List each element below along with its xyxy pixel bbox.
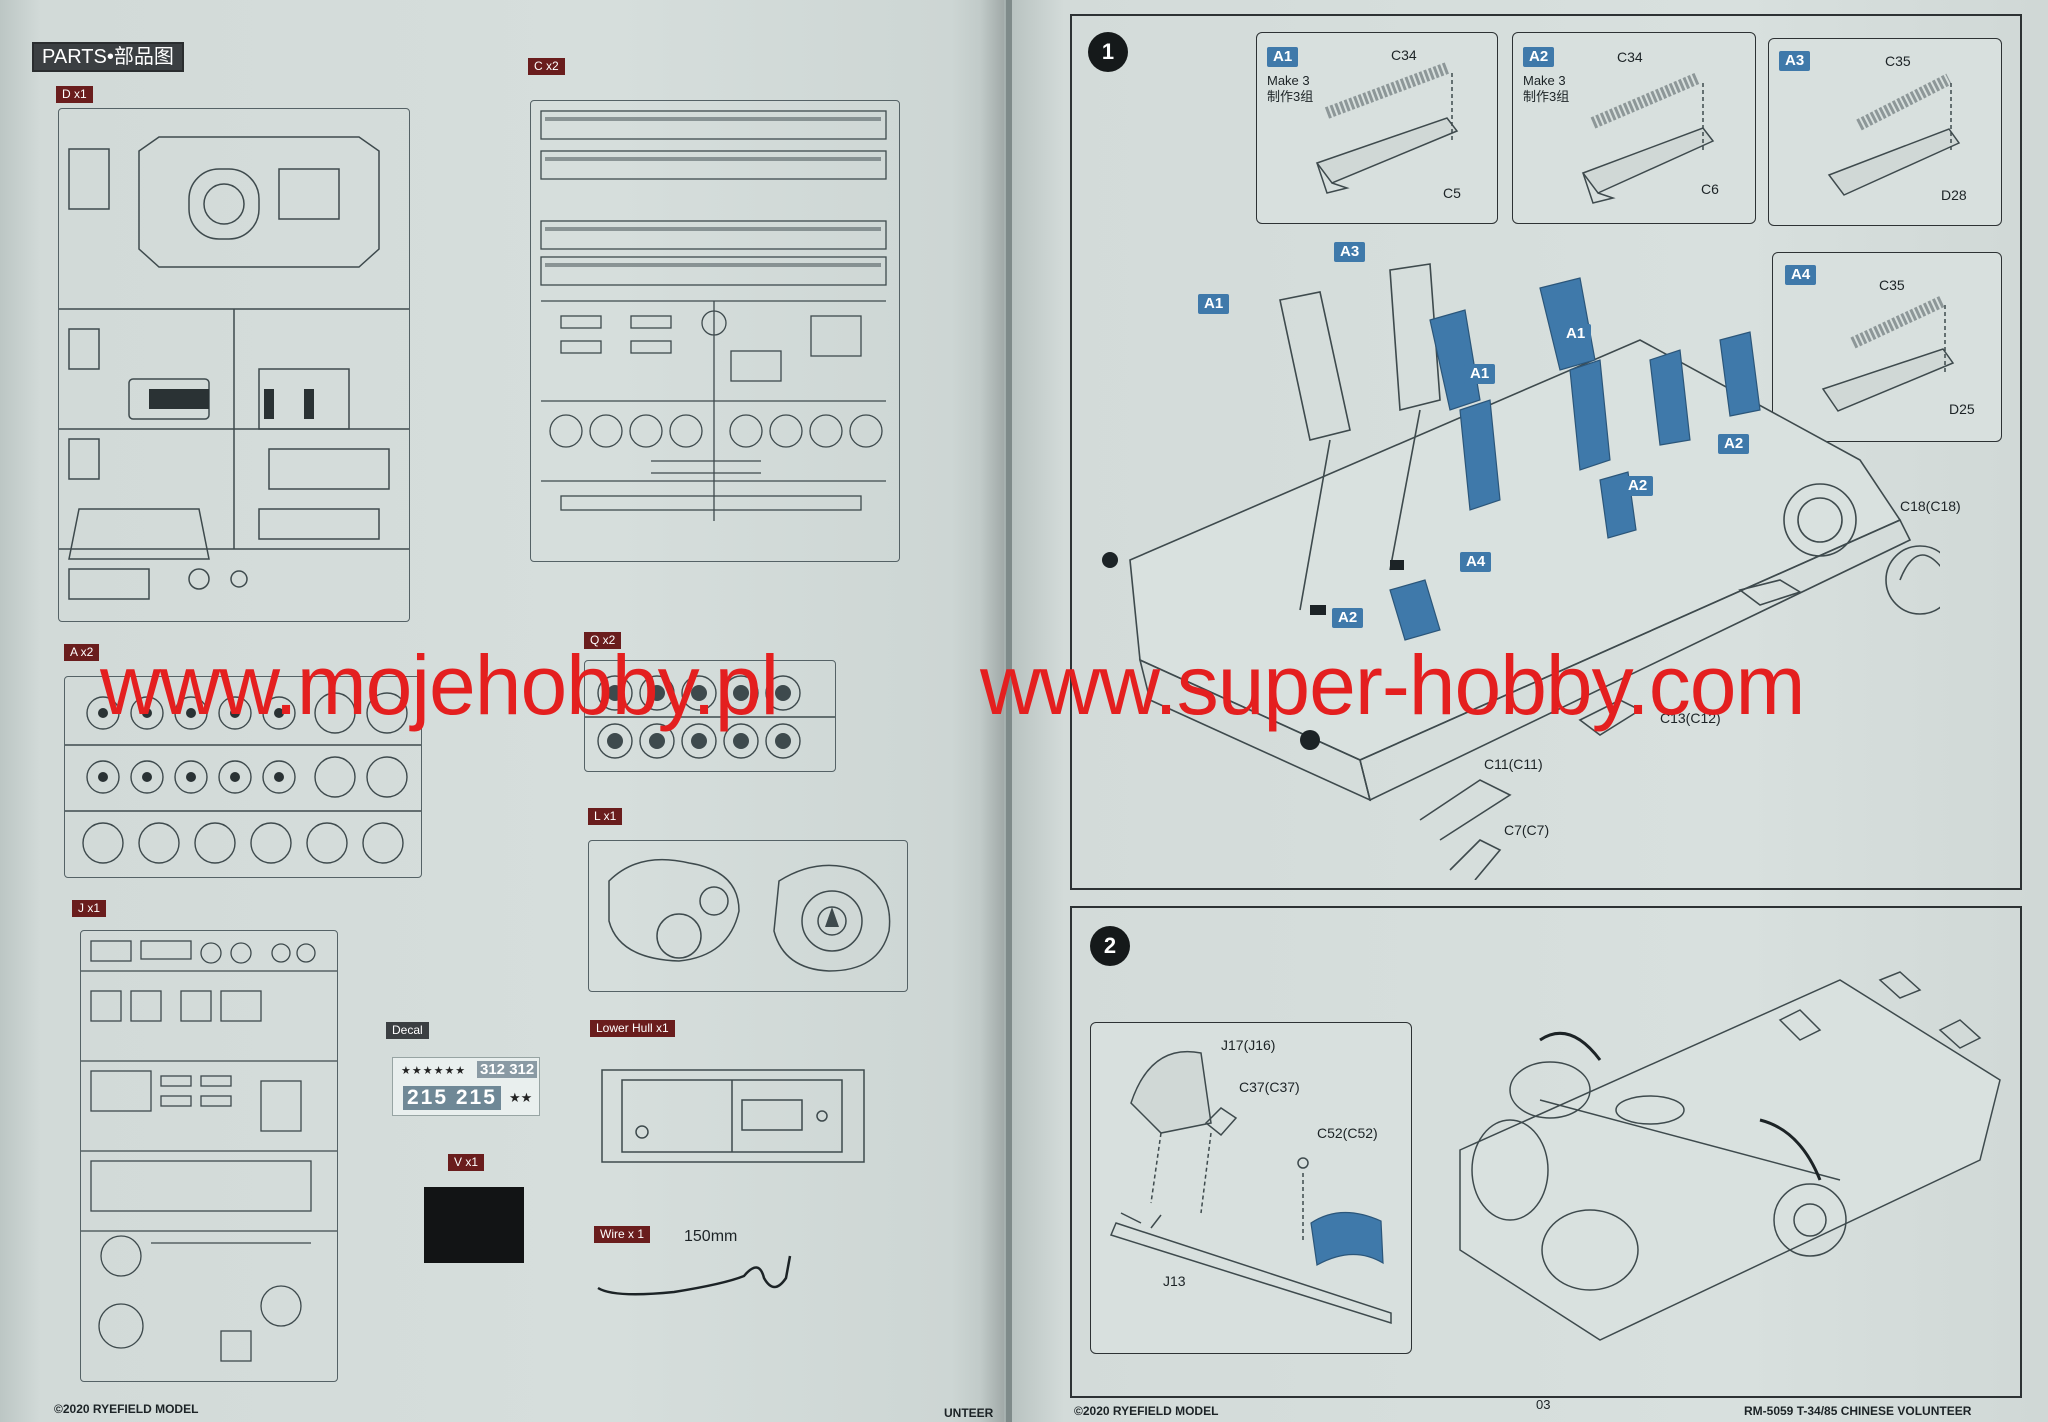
subassembly-a2-note-cn: 制作3组 <box>1523 89 1570 104</box>
decal-sheet: ★★★★★★ 312 312 215 215 ★★ <box>392 1057 540 1116</box>
decal-number-top: 312 312 <box>477 1061 538 1078</box>
footer-product-title: RM-5059 T-34/85 CHINESE VOLUNTEER <box>1744 1404 1972 1418</box>
subassembly-a1-note-cn: 制作3组 <box>1267 89 1314 104</box>
label-a3-top: A3 <box>1334 242 1366 262</box>
sprue-l <box>588 840 908 992</box>
subassembly-a4-tag: A4 <box>1785 265 1817 285</box>
subassembly-a4-drawing <box>1821 295 1955 412</box>
subassembly-a1-base-label: C5 <box>1443 185 1461 201</box>
subassembly-a4-base-label: D25 <box>1949 401 1975 417</box>
lower-hull-tag: Lower Hull x1 <box>590 1020 675 1037</box>
label-a4-mid: A4 <box>1460 552 1492 572</box>
label-j17: J17(J16) <box>1221 1037 1276 1053</box>
subassembly-a4-spring-label: C35 <box>1879 277 1905 293</box>
subassembly-a1-note-en: Make 3 <box>1267 73 1310 88</box>
label-c18: C18(C18) <box>1900 498 1961 514</box>
sprue-a-tag: A x2 <box>64 644 100 661</box>
subassembly-a1-drawing <box>1315 62 1459 194</box>
subassembly-a2-box: A2 Make 3 制作3组 C34 C6 <box>1512 32 1756 224</box>
sprue-c-tag: C x2 <box>528 58 565 75</box>
subassembly-a1-box: A1 Make 3 制作3组 C34 C5 <box>1256 32 1498 224</box>
decal-tag: Decal <box>386 1022 429 1039</box>
decal-number-bottom: 215 215 <box>403 1086 501 1110</box>
wire-drawing <box>597 1255 792 1296</box>
subassembly-a1-tag: A1 <box>1267 47 1299 67</box>
sprue-j-tag: J x1 <box>72 900 107 917</box>
sprue-d-tag: D x1 <box>56 86 93 103</box>
label-a1-top: A1 <box>1198 294 1230 314</box>
page-number: 03 <box>1536 1397 1551 1412</box>
sprue-c-drawing <box>540 110 887 521</box>
step-2-detail-drawing <box>1109 1050 1392 1325</box>
subassembly-a2-base-label: C6 <box>1701 181 1719 197</box>
sprue-q <box>584 660 836 772</box>
sprue-c <box>530 100 900 562</box>
step-2-detail-box: J17(J16) C37(C37) C52(C52) J13 <box>1090 1022 1412 1354</box>
wire-tag: Wire x 1 <box>594 1226 651 1243</box>
lower-hull <box>592 1062 874 1170</box>
step-2-number: 2 <box>1090 926 1130 966</box>
sprue-j-drawing <box>81 940 337 1362</box>
subassembly-a3-box: A3 C35 D28 <box>1768 38 2002 226</box>
label-c37: C37(C37) <box>1239 1079 1300 1095</box>
watermark-mojehobby: www.mojehobby.pl <box>100 638 779 732</box>
sprue-j <box>80 930 338 1382</box>
label-a2-left: A2 <box>1332 608 1364 628</box>
sprue-d-drawing <box>59 136 409 600</box>
decal-stars-small: ★★ <box>509 1090 533 1105</box>
lower-hull-drawing <box>601 1069 865 1163</box>
subassembly-a2-tag: A2 <box>1523 47 1555 67</box>
label-j13: J13 <box>1163 1273 1186 1289</box>
sprue-a-drawing <box>65 692 421 864</box>
watermark-superhobby: www.super-hobby.com <box>980 638 1805 732</box>
parts-title: PARTS•部品图 <box>32 42 184 72</box>
sprue-q-tag: Q x2 <box>584 632 622 649</box>
step-2-hull-drawing <box>1459 971 2001 1341</box>
label-c7: C7(C7) <box>1504 822 1550 838</box>
sprue-v-part <box>424 1187 524 1263</box>
decal-stars: ★★★★★★ <box>401 1065 467 1077</box>
label-a1-mid1: A1 <box>1464 364 1496 384</box>
step-1-number: 1 <box>1088 32 1128 72</box>
subassembly-a2-note-en: Make 3 <box>1523 73 1566 88</box>
parts-page <box>0 0 1012 1422</box>
subassembly-a3-spring-label: C35 <box>1885 53 1911 69</box>
step-1-hull-drawing <box>1102 263 1940 880</box>
subassembly-a3-drawing <box>1827 73 1961 196</box>
wire-length-label: 150mm <box>684 1228 738 1245</box>
label-a1-mid2: A1 <box>1560 324 1592 344</box>
spine-shadow <box>980 0 1004 1422</box>
subassembly-a3-tag: A3 <box>1779 51 1811 71</box>
subassembly-a4-box: A4 C35 D25 <box>1772 252 2002 442</box>
subassembly-a1-spring-label: C34 <box>1391 47 1417 63</box>
label-a2-right2: A2 <box>1622 476 1654 496</box>
subassembly-a2-spring-label: C34 <box>1617 49 1643 65</box>
page-edge <box>1006 0 1012 1422</box>
subassembly-a2-drawing <box>1581 72 1715 204</box>
footer-copyright-right: ©2020 RYEFIELD MODEL <box>1074 1404 1219 1418</box>
sprue-d <box>58 108 410 622</box>
label-c52: C52(C52) <box>1317 1125 1378 1141</box>
footer-title-cut: UNTEER <box>944 1406 994 1420</box>
label-c11: C11(C11) <box>1484 756 1543 772</box>
step-1-frame <box>1070 14 2022 890</box>
sprue-a <box>64 676 422 878</box>
label-a2-right1: A2 <box>1718 434 1750 454</box>
sprue-l-tag: L x1 <box>588 808 623 825</box>
label-c13: C13(C12) <box>1660 710 1721 726</box>
step-2-frame <box>1070 906 2022 1398</box>
sprue-q-drawing <box>585 675 835 759</box>
footer-copyright-left: ©2020 RYEFIELD MODEL <box>54 1402 199 1416</box>
sprue-l-drawing <box>608 858 891 972</box>
sprue-v-tag: V x1 <box>448 1154 485 1171</box>
subassembly-a3-base-label: D28 <box>1941 187 1967 203</box>
